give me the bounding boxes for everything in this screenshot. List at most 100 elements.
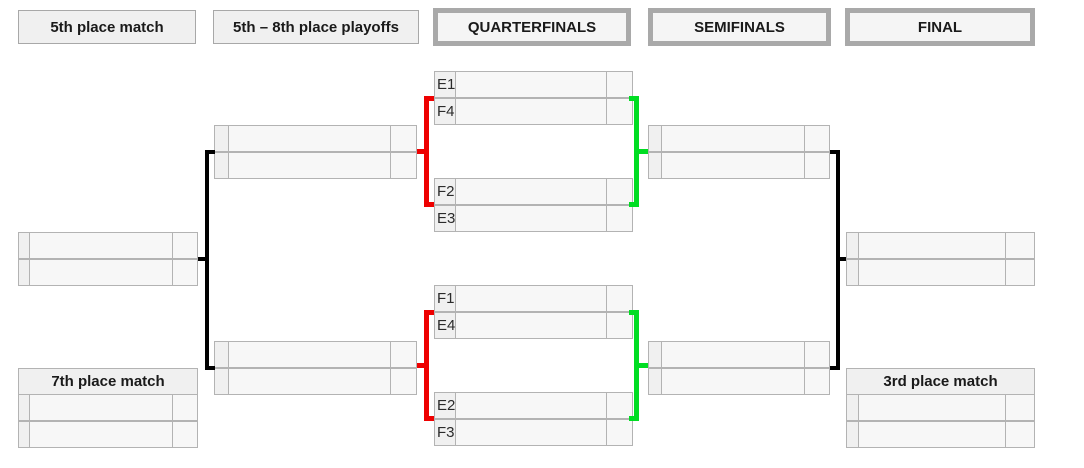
connector-playoffs-to-5th-place-match (205, 150, 215, 370)
score-cell[interactable] (606, 286, 632, 311)
qf1-slot-1: E1 (434, 71, 633, 98)
seed-label (649, 369, 662, 394)
connector-stub-final (840, 257, 846, 261)
seventh-place-slot-2 (18, 421, 198, 448)
score-cell[interactable] (1005, 260, 1034, 285)
score-cell[interactable] (172, 395, 197, 420)
score-cell[interactable] (1005, 233, 1034, 258)
team-name-cell[interactable] (30, 422, 172, 447)
score-cell[interactable] (606, 72, 632, 97)
seed-label (649, 126, 662, 151)
seed-label: F1 (435, 286, 456, 311)
team-name-cell[interactable] (456, 72, 606, 97)
final-slot-1 (846, 232, 1035, 259)
team-name-cell[interactable] (859, 233, 1005, 258)
score-cell[interactable] (804, 369, 829, 394)
seed-label (847, 395, 859, 420)
score-cell[interactable] (606, 99, 632, 124)
seed-label: F4 (435, 99, 456, 124)
loser-connector-top-qf-to-playoff (424, 96, 434, 207)
team-name-cell[interactable] (30, 233, 172, 258)
seed-label: F2 (435, 179, 456, 204)
team-name-cell[interactable] (662, 342, 804, 367)
column-header-5th-place: 5th place match (18, 10, 196, 44)
third-place-slot-1 (846, 394, 1035, 421)
team-name-cell[interactable] (662, 126, 804, 151)
winner-connector-top-qf-to-semifinal (629, 96, 639, 207)
seed-label (19, 395, 30, 420)
score-cell[interactable] (606, 420, 632, 445)
team-name-cell[interactable] (456, 99, 606, 124)
score-cell[interactable] (172, 422, 197, 447)
team-name-cell[interactable] (456, 393, 606, 418)
score-cell[interactable] (606, 313, 632, 338)
team-name-cell[interactable] (859, 422, 1005, 447)
qf2-slot-1: F2 (434, 178, 633, 205)
seed-label (19, 233, 30, 258)
semifinal-1-slot-2 (648, 152, 830, 179)
score-cell[interactable] (390, 126, 416, 151)
column-header-semifinals: SEMIFINALS (648, 8, 831, 46)
team-name-cell[interactable] (456, 286, 606, 311)
playoff-semi-1-slot-2 (214, 152, 417, 179)
score-cell[interactable] (390, 369, 416, 394)
score-cell[interactable] (1005, 395, 1034, 420)
fifth-place-slot-1 (18, 232, 198, 259)
seed-label: E3 (435, 206, 456, 231)
team-name-cell[interactable] (229, 126, 390, 151)
seed-label (19, 422, 30, 447)
connector-stub-5th-place (198, 257, 205, 261)
team-name-cell[interactable] (456, 206, 606, 231)
seed-label: E2 (435, 393, 456, 418)
score-cell[interactable] (804, 126, 829, 151)
score-cell[interactable] (172, 260, 197, 285)
qf2-slot-2: E3 (434, 205, 633, 232)
score-cell[interactable] (606, 206, 632, 231)
winner-connector-stub-bottom (639, 363, 648, 368)
winner-connector-stub-top (639, 149, 648, 154)
qf3-slot-2: E4 (434, 312, 633, 339)
seed-label (847, 233, 859, 258)
team-name-cell[interactable] (662, 153, 804, 178)
score-cell[interactable] (804, 342, 829, 367)
team-name-cell[interactable] (456, 179, 606, 204)
seed-label (847, 422, 859, 447)
seventh-place-slot-1 (18, 394, 198, 421)
team-name-cell[interactable] (229, 153, 390, 178)
column-header-quarterfinals: QUARTERFINALS (433, 8, 631, 46)
semifinal-1-slot-1 (648, 125, 830, 152)
score-cell[interactable] (804, 153, 829, 178)
team-name-cell[interactable] (456, 313, 606, 338)
playoff-semi-2-slot-2 (214, 368, 417, 395)
loser-connector-stub-top (417, 149, 424, 154)
score-cell[interactable] (390, 153, 416, 178)
score-cell[interactable] (606, 179, 632, 204)
playoff-semi-2-slot-1 (214, 341, 417, 368)
seed-label (19, 260, 30, 285)
score-cell[interactable] (606, 393, 632, 418)
team-name-cell[interactable] (229, 342, 390, 367)
team-name-cell[interactable] (229, 369, 390, 394)
loser-connector-bottom-qf-to-playoff (424, 310, 434, 421)
winner-connector-bottom-qf-to-semifinal (629, 310, 639, 421)
team-name-cell[interactable] (859, 260, 1005, 285)
third-place-header: 3rd place match (846, 368, 1035, 395)
connector-semifinals-to-final (830, 150, 840, 370)
score-cell[interactable] (172, 233, 197, 258)
seed-label (215, 126, 229, 151)
score-cell[interactable] (1005, 422, 1034, 447)
seed-label: E4 (435, 313, 456, 338)
qf4-slot-1: E2 (434, 392, 633, 419)
semifinal-2-slot-2 (648, 368, 830, 395)
team-name-cell[interactable] (662, 369, 804, 394)
loser-connector-stub-bottom (417, 363, 424, 368)
score-cell[interactable] (390, 342, 416, 367)
team-name-cell[interactable] (30, 260, 172, 285)
team-name-cell[interactable] (859, 395, 1005, 420)
team-name-cell[interactable] (456, 420, 606, 445)
qf4-slot-2: F3 (434, 419, 633, 446)
seed-label: F3 (435, 420, 456, 445)
seed-label: E1 (435, 72, 456, 97)
team-name-cell[interactable] (30, 395, 172, 420)
final-slot-2 (846, 259, 1035, 286)
